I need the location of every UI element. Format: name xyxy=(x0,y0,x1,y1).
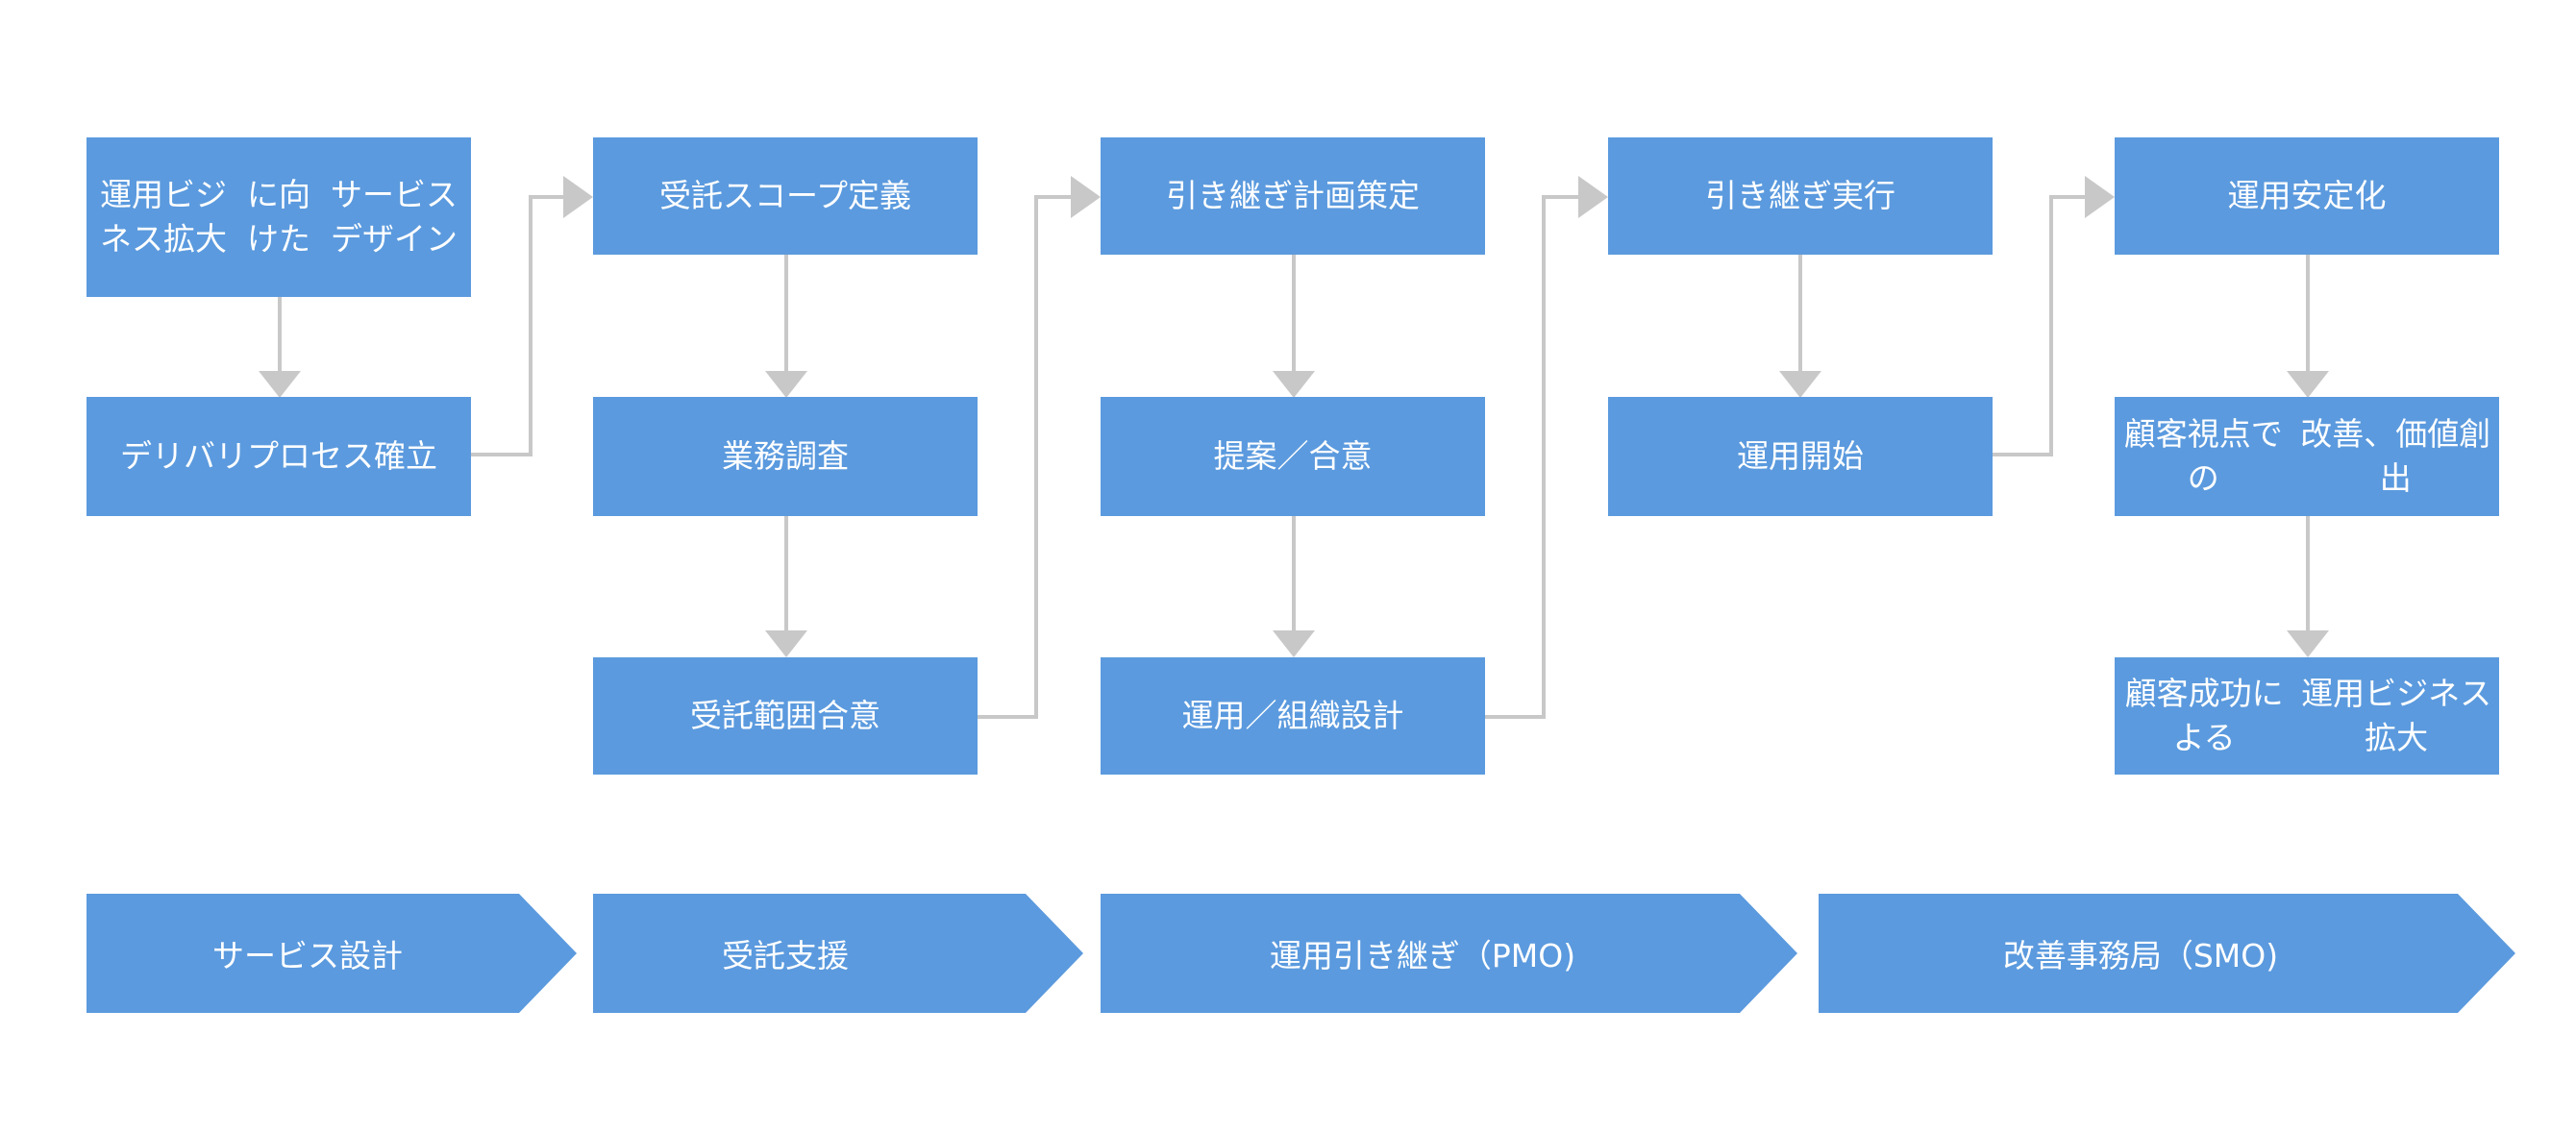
step-box-c1b2: デリバリプロセス 確立 xyxy=(87,397,471,516)
elbow-c1-c2 xyxy=(471,195,565,456)
step-box-c5b1: 運用安定化 xyxy=(2115,137,2499,255)
elbow-c4-c5 xyxy=(1992,195,2087,456)
phase-chevron-operation-handover: 運用引き継ぎ（PMO) xyxy=(1101,894,1797,1013)
arrowhead-right xyxy=(1578,176,1608,218)
step-line: デリバリプロセス xyxy=(120,437,374,475)
step-box-c2b3: 受託範囲合意 xyxy=(593,657,978,775)
step-box-c2b2: 業務調査 xyxy=(593,397,978,516)
step-box-c3b1: 引き継ぎ計画策定 xyxy=(1101,137,1485,255)
step-box-c3b3: 運用／組織設計 xyxy=(1101,657,1485,775)
step-box-c1b1: 運用ビジネス拡大 に向けた サービスデザイン xyxy=(87,137,471,297)
step-line: 確立 xyxy=(374,437,437,475)
arrowhead-down xyxy=(1273,630,1315,657)
phase-chevron-outsourcing-support: 受託支援 xyxy=(593,894,1083,1013)
step-line: 運用開始 xyxy=(1737,437,1864,475)
step-line: 運用安定化 xyxy=(2227,177,2387,214)
phase-chevron-improvement-office: 改善事務局（SMO) xyxy=(1819,894,2515,1013)
phase-label: 運用引き継ぎ（PMO) xyxy=(1269,937,1576,974)
arrowhead-down xyxy=(2287,371,2329,398)
step-line: 引き継ぎ実行 xyxy=(1705,177,1895,214)
arrowhead-right xyxy=(2085,176,2115,218)
step-line: 運用／組織設計 xyxy=(1181,697,1404,734)
step-box-c5b3: 顧客成功による 運用ビジネス拡大 xyxy=(2115,657,2499,775)
step-line: 提案／合意 xyxy=(1213,437,1373,475)
step-line: 運用ビジネス拡大 xyxy=(2301,675,2492,756)
phase-chevron-service-design: サービス設計 xyxy=(87,894,577,1013)
arrowhead-right xyxy=(1071,176,1101,218)
arrowhead-right xyxy=(563,176,593,218)
step-line: 運用ビジネス拡大 xyxy=(100,176,227,258)
step-box-c4b1: 引き継ぎ実行 xyxy=(1608,137,1993,255)
step-line: に向けた xyxy=(247,176,310,258)
step-line: サービスデザイン xyxy=(331,176,458,258)
arrowhead-down xyxy=(1273,371,1315,398)
step-box-c5b2: 顧客視点での 改善、価値創出 xyxy=(2115,397,2499,516)
step-line: 顧客成功による xyxy=(2124,675,2284,756)
phase-label: 改善事務局（SMO) xyxy=(2002,937,2279,974)
step-line: 改善、価値創出 xyxy=(2300,415,2491,497)
step-line: 業務調査 xyxy=(722,437,849,475)
step-line: 受託スコープ定義 xyxy=(658,177,912,214)
phase-label: 受託支援 xyxy=(722,937,849,974)
step-box-c4b2: 運用開始 xyxy=(1608,397,1993,516)
arrowhead-down xyxy=(1779,371,1821,398)
arrowhead-down xyxy=(765,371,807,398)
elbow-c3-c4 xyxy=(1485,195,1580,719)
step-line: 顧客視点での xyxy=(2123,415,2283,497)
step-box-c2b1: 受託スコープ定義 xyxy=(593,137,978,255)
elbow-c2-c3 xyxy=(978,195,1073,719)
step-line: 受託範囲合意 xyxy=(690,697,880,734)
arrowhead-down xyxy=(259,371,301,398)
step-line: 引き継ぎ計画策定 xyxy=(1166,177,1420,214)
step-box-c3b2: 提案／合意 xyxy=(1101,397,1485,516)
arrowhead-down xyxy=(2287,630,2329,657)
arrowhead-down xyxy=(765,630,807,657)
phase-label: サービス設計 xyxy=(212,937,403,974)
